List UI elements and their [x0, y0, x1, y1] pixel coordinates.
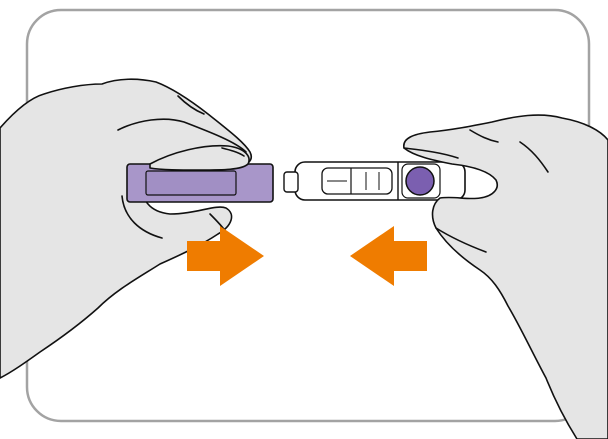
right-hand [403, 114, 608, 439]
pen-needle-tip [283, 171, 299, 193]
left-thumb-over-cap [149, 144, 250, 171]
arrow-left-icon [350, 226, 427, 286]
pen-cap [126, 163, 274, 203]
arrow-right-icon [187, 226, 264, 286]
pen-cap-inset-panel [145, 170, 237, 196]
insulin-pen [283, 161, 466, 201]
medication-window [321, 167, 393, 195]
dose-knob [405, 166, 435, 196]
